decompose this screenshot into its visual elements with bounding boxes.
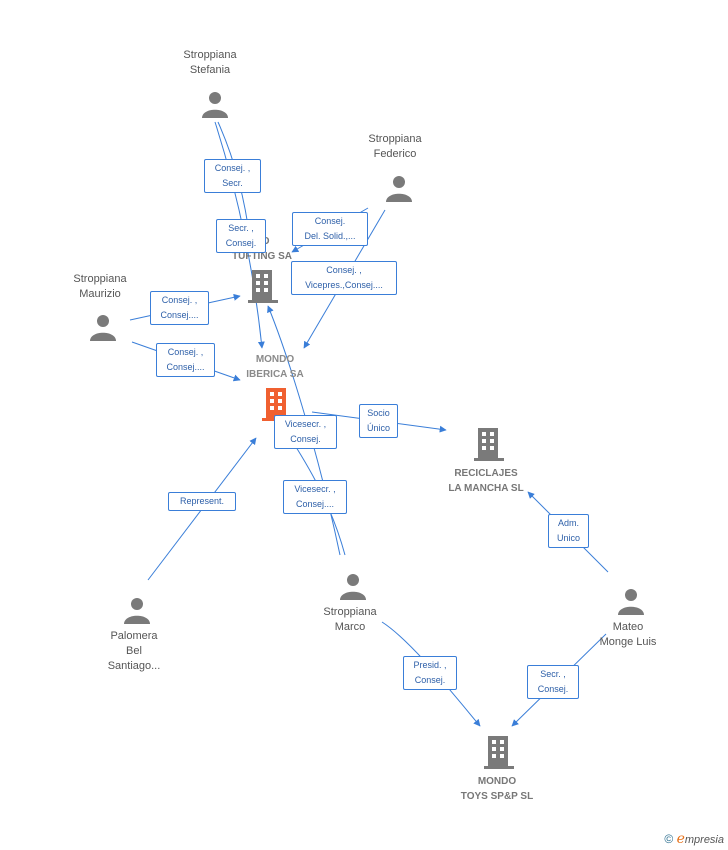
person-label-palomera[interactable]: Palomera Bel Santiago... xyxy=(107,630,161,672)
relation-box[interactable]: Socio Único xyxy=(359,404,398,438)
person-label-stefania[interactable]: Stroppiana Stefania xyxy=(183,49,237,76)
relation-box[interactable]: Adm. Unico xyxy=(548,514,589,548)
person-icon[interactable] xyxy=(384,174,414,204)
relation-box[interactable]: Vicesecr. , Consej. xyxy=(274,415,337,449)
relation-box[interactable]: Consej. Del. Solid.,... xyxy=(292,212,368,246)
relation-box[interactable]: Consej. , Secr. xyxy=(204,159,261,193)
person-label-marco[interactable]: Stroppiana Marco xyxy=(323,606,377,633)
footer-brand: © empresia xyxy=(664,831,724,847)
person-icon[interactable] xyxy=(122,596,152,626)
person-icon[interactable] xyxy=(616,587,646,617)
building-icon[interactable] xyxy=(248,268,278,304)
person-icon[interactable] xyxy=(88,313,118,343)
brand-logo-icon: e xyxy=(676,831,685,847)
person-label-federico[interactable]: Stroppiana Federico xyxy=(368,133,422,160)
copyright-symbol: © xyxy=(664,832,674,846)
person-label-mateo[interactable]: Mateo Monge Luis xyxy=(599,621,657,648)
relation-box[interactable]: Vicesecr. , Consej.... xyxy=(283,480,347,514)
person-icon[interactable] xyxy=(200,90,230,120)
relation-box[interactable]: Presid. , Consej. xyxy=(403,656,457,690)
relation-box[interactable]: Consej. , Consej.... xyxy=(150,291,209,325)
relation-box[interactable]: Secr. , Consej. xyxy=(216,219,266,253)
brand-name: mpresia xyxy=(684,834,724,846)
company-label-reciclajes[interactable]: RECICLAJES LA MANCHA SL xyxy=(448,468,524,494)
relation-box[interactable]: Represent. xyxy=(168,492,236,511)
relation-box[interactable]: Consej. , Consej.... xyxy=(156,343,215,377)
company-label-iberica[interactable]: MONDO IBERICA SA xyxy=(246,354,304,380)
building-icon[interactable] xyxy=(484,734,514,770)
company-label-toys[interactable]: MONDO TOYS SP&P SL xyxy=(460,776,534,802)
relation-box[interactable]: Consej. , Vicepres.,Consej.... xyxy=(291,261,397,295)
building-icon[interactable] xyxy=(474,426,504,462)
relation-box[interactable]: Secr. , Consej. xyxy=(527,665,579,699)
person-label-maurizio[interactable]: Stroppiana Maurizio xyxy=(73,273,127,300)
person-icon[interactable] xyxy=(338,572,368,602)
